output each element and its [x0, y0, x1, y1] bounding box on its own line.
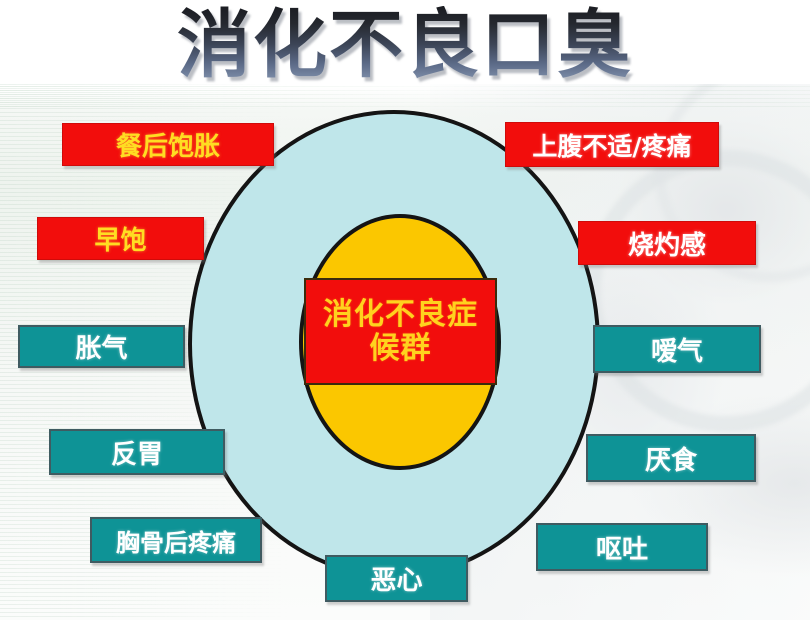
symptom-label-belching: 嗳气 [593, 325, 761, 373]
symptom-label-anorexia: 厌食 [586, 434, 756, 482]
symptom-label-postprandial-fullness: 餐后饱胀 [62, 123, 274, 166]
center-concept-label: 消化不良症 候群 [323, 296, 478, 366]
symptom-label-epigastric-discomfort: 上腹不适/疼痛 [505, 122, 719, 167]
symptom-label-early-satiety: 早饱 [37, 217, 204, 260]
background-top-band [0, 0, 810, 84]
symptom-label-burning-sensation: 烧灼感 [578, 221, 756, 265]
page-title: 消化不良口臭 [0, 5, 810, 86]
symptom-label-nausea-reflux: 反胃 [49, 429, 225, 475]
center-concept-box: 消化不良症 候群 [304, 278, 497, 385]
background-stripes-band [0, 82, 810, 108]
symptom-label-bloating: 胀气 [18, 325, 185, 368]
symptom-label-vomiting: 呕吐 [536, 523, 708, 571]
symptom-label-retrosternal-pain: 胸骨后疼痛 [90, 517, 262, 563]
symptom-label-nausea: 恶心 [325, 555, 468, 602]
